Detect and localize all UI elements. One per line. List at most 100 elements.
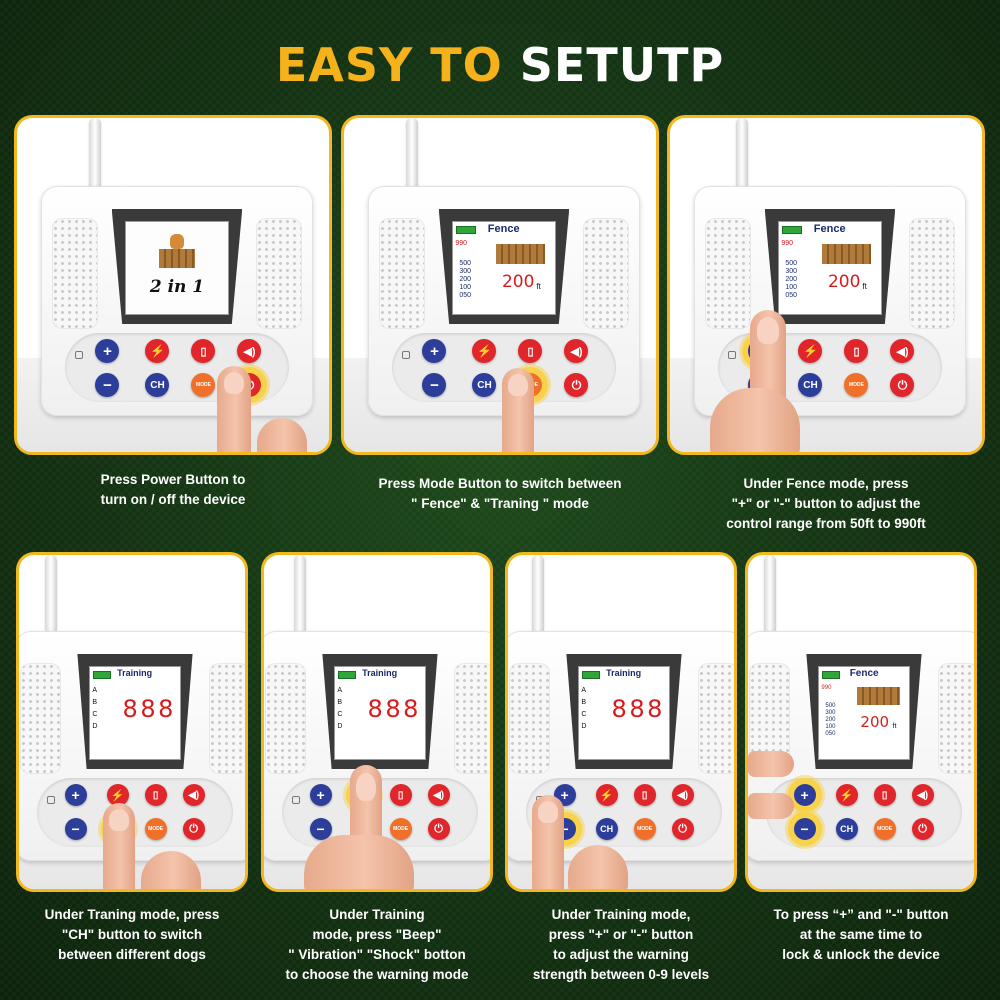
power-icon: ⏻ xyxy=(571,377,582,392)
level-digit: 8 xyxy=(367,694,383,723)
shock-button[interactable]: ⚡ xyxy=(595,784,618,807)
range-unit: ft xyxy=(862,281,867,291)
plus-button[interactable]: + xyxy=(309,784,332,807)
finger xyxy=(710,388,800,452)
range-value: 200 xyxy=(501,271,535,292)
beep-button[interactable]: ◀) xyxy=(890,339,915,364)
battery-icon xyxy=(456,225,477,234)
mode-button[interactable]: MODE xyxy=(389,818,412,841)
caption-strength: Under Training mode, press "+" or "-" bu… xyxy=(532,907,710,982)
page-title: EASY TO SETUTP xyxy=(0,38,1000,92)
antenna xyxy=(406,118,418,193)
dog-fence-icon xyxy=(495,243,545,264)
mode-button[interactable]: MODE xyxy=(633,818,656,841)
minus-button[interactable]: − xyxy=(95,373,120,398)
vibration-button[interactable]: ▯ xyxy=(518,339,543,364)
power-button[interactable]: ⏻ xyxy=(182,818,205,841)
level-digit: 8 xyxy=(158,694,174,723)
battery-icon xyxy=(822,670,841,679)
power-button[interactable]: ⏻ xyxy=(427,818,450,841)
plus-button[interactable]: + xyxy=(793,784,816,807)
button-panel: + − ⚡ ▯ ◀) CH MODE ⏻ xyxy=(65,333,289,403)
step-card-mode: Fence 990 500 300 200 100 050 200 ft + −… xyxy=(341,115,659,455)
power-icon: ⏻ xyxy=(897,377,908,392)
minus-button[interactable]: − xyxy=(64,818,87,841)
beep-button[interactable]: ◀) xyxy=(671,784,694,807)
power-icon: ⏻ xyxy=(434,822,443,835)
screen-mode-title: Fence xyxy=(849,667,879,679)
speaker-grille xyxy=(51,218,99,329)
beep-button[interactable]: ◀) xyxy=(237,339,262,364)
vibration-button[interactable]: ▯ xyxy=(191,339,216,364)
minus-button[interactable]: − xyxy=(309,818,332,841)
lcd-screen: Fence 990 500 300 200 100 050 200 ft xyxy=(778,220,882,315)
minus-button[interactable]: − xyxy=(422,373,447,398)
vibration-icon: ▯ xyxy=(527,345,534,358)
step-card-strength: Training A B C D 8 8 8 + − ⚡ ▯ ◀) CH MOD… xyxy=(505,552,737,892)
plus-button[interactable]: + xyxy=(422,339,447,364)
vibration-button[interactable]: ▯ xyxy=(844,339,869,364)
speaker-icon: ◀) xyxy=(188,789,200,801)
power-button[interactable]: ⏻ xyxy=(890,373,915,398)
caption-lock: To press “+” and "-" button at the same … xyxy=(773,907,949,962)
beep-button[interactable]: ◀) xyxy=(182,784,205,807)
mode-button[interactable]: MODE xyxy=(844,373,869,398)
speaker-grille xyxy=(454,663,490,774)
shock-button[interactable]: ⚡ xyxy=(145,339,170,364)
vibration-button[interactable]: ▯ xyxy=(873,784,896,807)
level-digit: 8 xyxy=(611,694,627,723)
screen-mode-title: Training xyxy=(117,667,153,678)
controller-device: Fence 990 500 300 200 100 050 200 ft + −… xyxy=(694,186,966,416)
minus-button[interactable]: − xyxy=(793,818,816,841)
range-value: 200 xyxy=(827,271,861,292)
plus-button[interactable]: + xyxy=(64,784,87,807)
battery-icon xyxy=(338,670,357,679)
ch-button[interactable]: CH xyxy=(798,373,823,398)
plus-button[interactable]: + xyxy=(95,339,120,364)
finger xyxy=(748,793,794,819)
beep-button[interactable]: ◀) xyxy=(427,784,450,807)
ch-button[interactable]: CH xyxy=(835,818,858,841)
finger xyxy=(217,366,251,452)
mode-button[interactable]: MODE xyxy=(191,373,216,398)
mode-button[interactable]: MODE xyxy=(873,818,896,841)
vibration-button[interactable]: ▯ xyxy=(144,784,167,807)
caption-channel: Under Traning mode, press "CH" button to… xyxy=(44,907,220,962)
antenna xyxy=(532,555,544,635)
speaker-grille xyxy=(704,218,752,329)
power-button[interactable]: ⏻ xyxy=(671,818,694,841)
shock-button[interactable]: ⚡ xyxy=(798,339,823,364)
level-digit: 8 xyxy=(629,694,645,723)
vibration-button[interactable]: ▯ xyxy=(389,784,412,807)
level-digit: 8 xyxy=(140,694,156,723)
speaker-grille xyxy=(209,663,245,774)
caption-power: Press Power Button to turn on / off the … xyxy=(100,472,246,507)
vibration-icon: ▯ xyxy=(200,345,207,358)
screen-mode-title: Training xyxy=(362,667,398,678)
vibration-icon: ▯ xyxy=(881,789,888,801)
ch-button[interactable]: CH xyxy=(595,818,618,841)
caption-fence-range: Under Fence mode, press "+" or "-" butto… xyxy=(726,476,926,531)
shock-button[interactable]: ⚡ xyxy=(835,784,858,807)
vibration-icon: ▯ xyxy=(397,789,404,801)
controller-device: Fence 990 500 300 200 100 050 200 ft + −… xyxy=(368,186,640,416)
shock-button[interactable]: ⚡ xyxy=(472,339,497,364)
speaker-grille xyxy=(908,218,956,329)
lock-icon xyxy=(728,351,737,360)
beep-button[interactable]: ◀) xyxy=(911,784,934,807)
battery-icon xyxy=(582,670,601,679)
speaker-icon: ◀) xyxy=(243,345,256,358)
lock-icon xyxy=(402,351,411,360)
ch-button[interactable]: CH xyxy=(472,373,497,398)
shock-button[interactable]: ⚡ xyxy=(106,784,129,807)
level-digit: 8 xyxy=(647,694,663,723)
lightning-icon: ⚡ xyxy=(839,789,854,802)
power-button[interactable]: ⏻ xyxy=(911,818,934,841)
beep-button[interactable]: ◀) xyxy=(564,339,589,364)
mode-button[interactable]: MODE xyxy=(144,818,167,841)
power-button[interactable]: ⏻ xyxy=(564,373,589,398)
controller-device: Fence 990 500 300 200 100 050 200 ft + −… xyxy=(748,631,974,861)
vibration-button[interactable]: ▯ xyxy=(633,784,656,807)
caption-mode: Press Mode Button to switch between " Fe… xyxy=(378,476,622,511)
ch-button[interactable]: CH xyxy=(145,373,170,398)
